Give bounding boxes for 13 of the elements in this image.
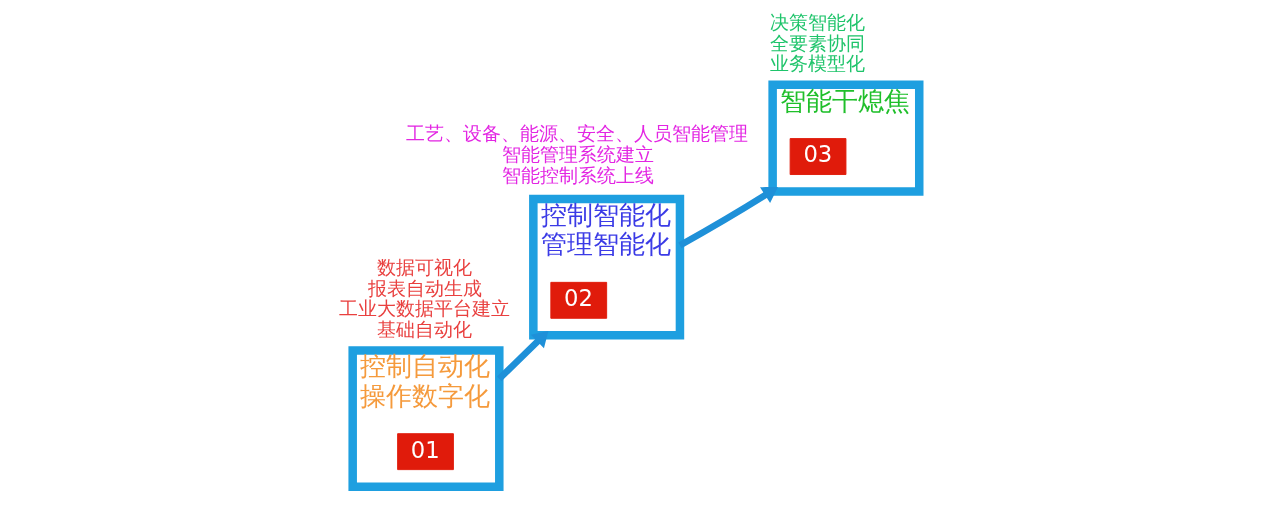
arrow xyxy=(496,330,549,381)
node-label: 智能管理系统建立 xyxy=(501,142,654,165)
node-label: 报表自动生成 xyxy=(367,276,482,299)
node-box: 01 xyxy=(397,432,454,470)
node-label: 智能控制系统上线 xyxy=(501,163,654,186)
node-label: 数据可视化 xyxy=(377,255,473,278)
node-label: 决策智能化 xyxy=(769,10,865,33)
arrow xyxy=(678,186,778,248)
node-box: 03 xyxy=(789,137,847,175)
node-label: 工艺、设备、能源、安全、人员智能管理 xyxy=(406,121,749,144)
node-box: 02 xyxy=(550,281,608,319)
node-label: 基础自动化 xyxy=(377,317,473,340)
node-label: 全要素协同 xyxy=(769,31,865,54)
